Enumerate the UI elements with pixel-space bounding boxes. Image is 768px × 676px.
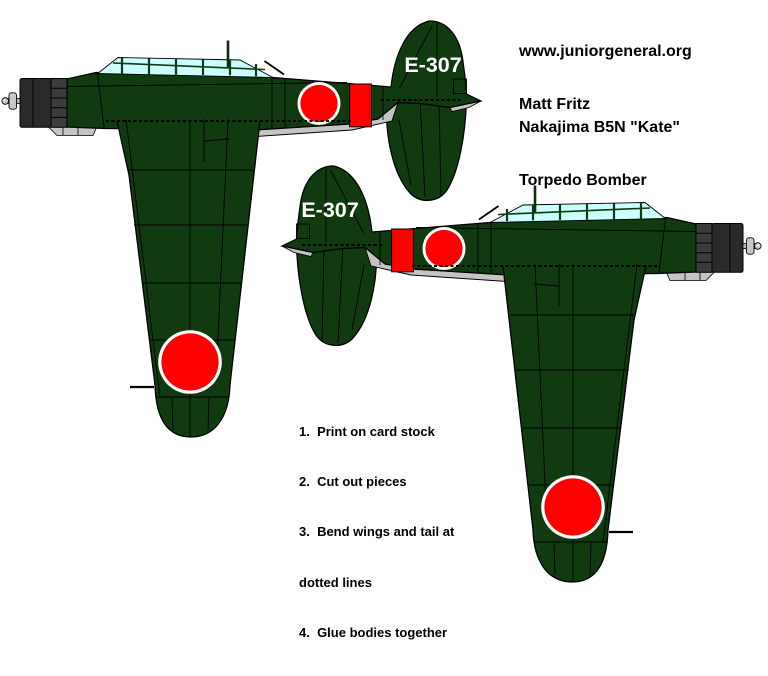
plane-right: E-307 xyxy=(280,164,763,584)
print-sheet: E-307 E-307 www.juniorgeneral.org Matt F… xyxy=(0,8,763,640)
instruction-line: dotted lines xyxy=(299,574,372,590)
subject-block: Nakajima B5N "Kate" Torpedo Bomber xyxy=(519,84,680,224)
aircraft-graphics: E-307 E-307 xyxy=(0,19,763,584)
tail-code: E-307 xyxy=(301,198,358,222)
header-block: www.juniorgeneral.org Matt Fritz xyxy=(519,8,692,148)
author: Matt Fritz xyxy=(519,95,591,113)
instructions: 1. Print on card stock 2. Cut out pieces… xyxy=(299,390,454,676)
plane-left: E-307 xyxy=(0,19,483,439)
instruction-line: 1. Print on card stock xyxy=(299,423,435,439)
instruction-line: 4. Glue bodies together xyxy=(299,625,448,641)
tail-code: E-307 xyxy=(404,53,461,77)
instruction-line: 2. Cut out pieces xyxy=(299,473,407,489)
aircraft-type: Torpedo Bomber xyxy=(519,171,647,189)
site-url: www.juniorgeneral.org xyxy=(519,43,692,60)
aircraft-name: Nakajima B5N "Kate" xyxy=(519,119,681,136)
instruction-line: 3. Bend wings and tail at xyxy=(299,524,455,540)
